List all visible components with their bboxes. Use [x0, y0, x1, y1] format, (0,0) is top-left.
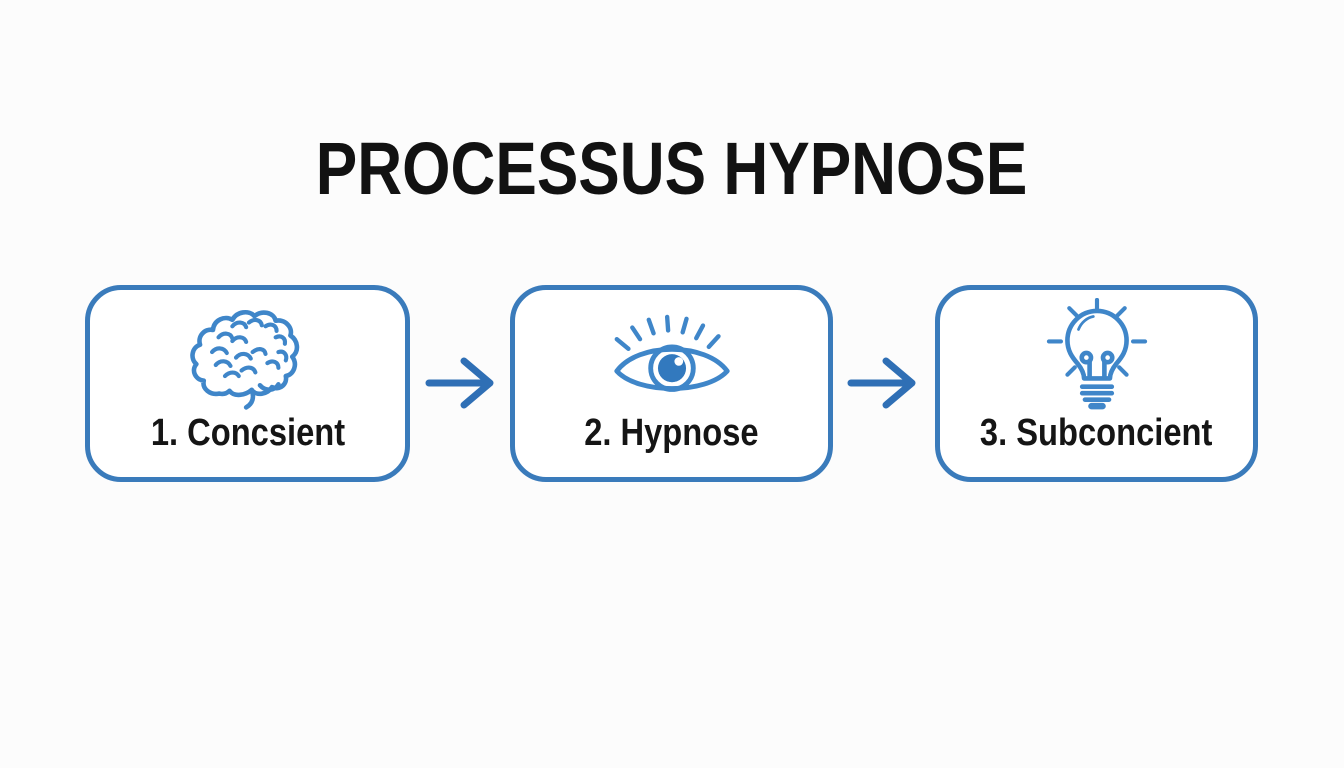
step-label: 3. Subconcient — [980, 412, 1213, 454]
step-label: 1. Concsient — [150, 412, 345, 454]
step-box-conscient: 1. Concsient — [85, 285, 410, 482]
brain-icon — [187, 298, 309, 420]
page-title-text: PROCESSUS HYPNOSE — [316, 127, 1028, 210]
step-box-hypnose: 2. Hypnose — [510, 285, 833, 482]
arrow-right-icon — [424, 352, 500, 414]
eye-icon — [609, 298, 735, 420]
lightbulb-icon — [1041, 298, 1153, 420]
step-label: 2. Hypnose — [584, 412, 759, 454]
step-box-subconscient: 3. Subconcient — [935, 285, 1258, 482]
page-title: PROCESSUS HYPNOSE — [0, 126, 1344, 211]
arrow-right-icon — [846, 352, 922, 414]
